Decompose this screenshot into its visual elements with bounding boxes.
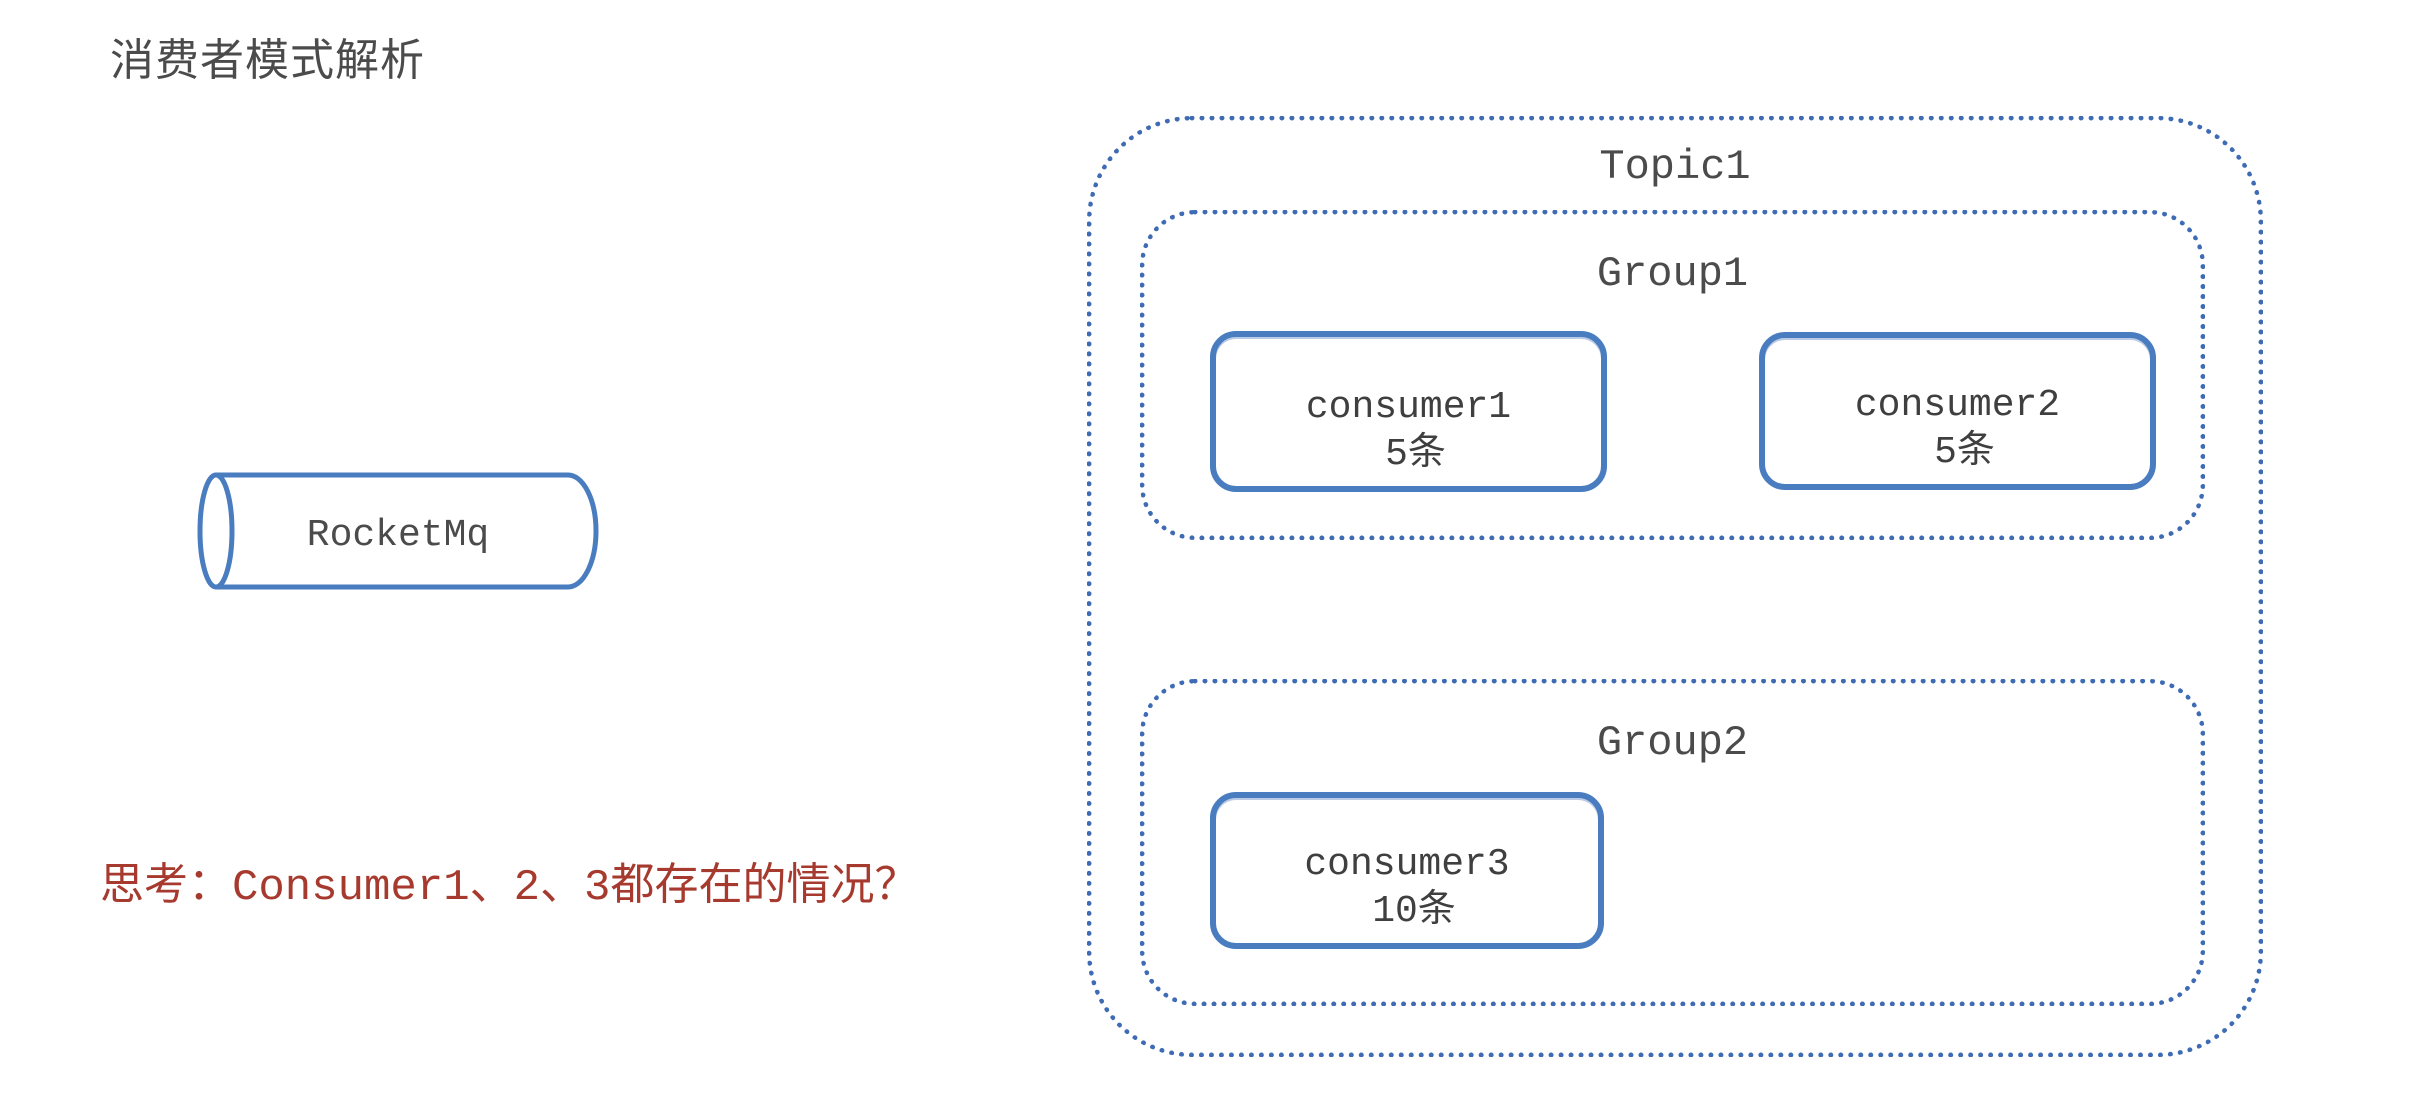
page-title: 消费者模式解析 — [110, 39, 425, 89]
consumer2-name: consumer2 — [1854, 384, 2061, 427]
group1-label: Group1 — [1596, 250, 1749, 298]
group2-container: Group2 consumer3 10条 — [1140, 679, 2205, 1006]
topic1-container: Topic1 Group1 consumer1 5条 consumer2 5条 … — [1087, 116, 2263, 1057]
consumer1-count: 5条 — [1385, 433, 1446, 476]
consumer1-box: consumer1 5条 — [1210, 331, 1607, 492]
group2-label: Group2 — [1596, 719, 1749, 767]
think-note: 思考：Consumer1、2、3都存在的情况？ — [100, 863, 919, 913]
consumer2-box: consumer2 5条 — [1759, 332, 2156, 490]
consumer3-box: consumer3 10条 — [1210, 792, 1604, 949]
rocketmq-label: RocketMq — [307, 514, 489, 557]
consumer2-count: 5条 — [1934, 431, 1995, 474]
group1-container: Group1 consumer1 5条 consumer2 5条 — [1140, 210, 2205, 540]
rocketmq-cylinder: RocketMq — [190, 464, 620, 599]
consumer1-name: consumer1 — [1305, 386, 1512, 429]
consumer3-name: consumer3 — [1304, 843, 1510, 886]
cylinder-shape-svg: RocketMq — [197, 472, 599, 590]
topic1-label: Topic1 — [1599, 143, 1751, 191]
cylinder-end-ellipse — [197, 472, 235, 590]
cylinder-body — [213, 472, 599, 590]
consumer3-count: 10条 — [1372, 890, 1456, 933]
